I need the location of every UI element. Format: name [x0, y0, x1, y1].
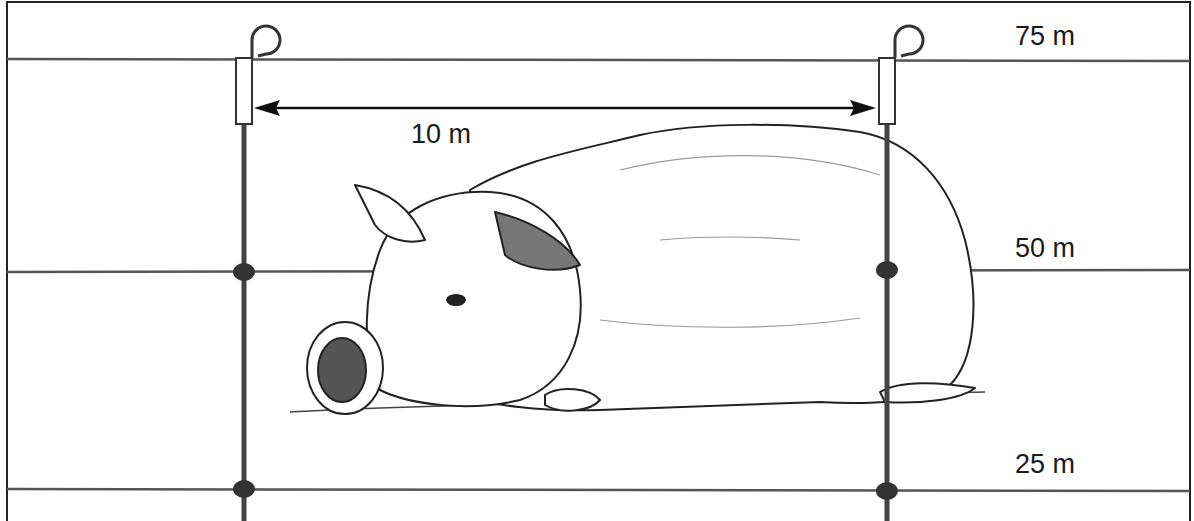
left-post [242, 120, 247, 521]
wire-clip [876, 261, 898, 279]
top-wire [7, 59, 1190, 61]
wire-clip [233, 480, 255, 498]
arrowhead [850, 100, 876, 116]
left-insulator [236, 58, 252, 124]
pig-shading [600, 156, 880, 328]
left-hook [252, 26, 280, 58]
pig-nostril-area [318, 338, 366, 402]
arrowhead [254, 100, 280, 116]
fence-posts [233, 26, 923, 521]
bottom-wire [7, 489, 1190, 491]
right-post [885, 120, 890, 521]
pig-snout [307, 322, 383, 414]
dimension-line [270, 107, 862, 110]
wire-clip [876, 482, 898, 500]
pig-hind-foot [880, 383, 975, 402]
pig-drawing [290, 125, 985, 414]
frame-border [7, 2, 1190, 521]
dimension-arrow [254, 100, 876, 116]
pig-front-foot [545, 389, 600, 411]
pig-eye [447, 295, 465, 305]
wire-height-label: 75 m [1012, 22, 1078, 52]
right-hook [895, 26, 923, 58]
dimension-label: 10 m [408, 120, 474, 150]
wire-height-label: 25 m [1012, 450, 1078, 480]
wire-height-label: 50 m [1012, 234, 1078, 264]
pig-ear-left [355, 185, 425, 242]
fence-wires [7, 59, 1190, 491]
wire-clip [233, 263, 255, 281]
right-insulator [879, 58, 895, 124]
pig-ear-right [495, 212, 580, 270]
